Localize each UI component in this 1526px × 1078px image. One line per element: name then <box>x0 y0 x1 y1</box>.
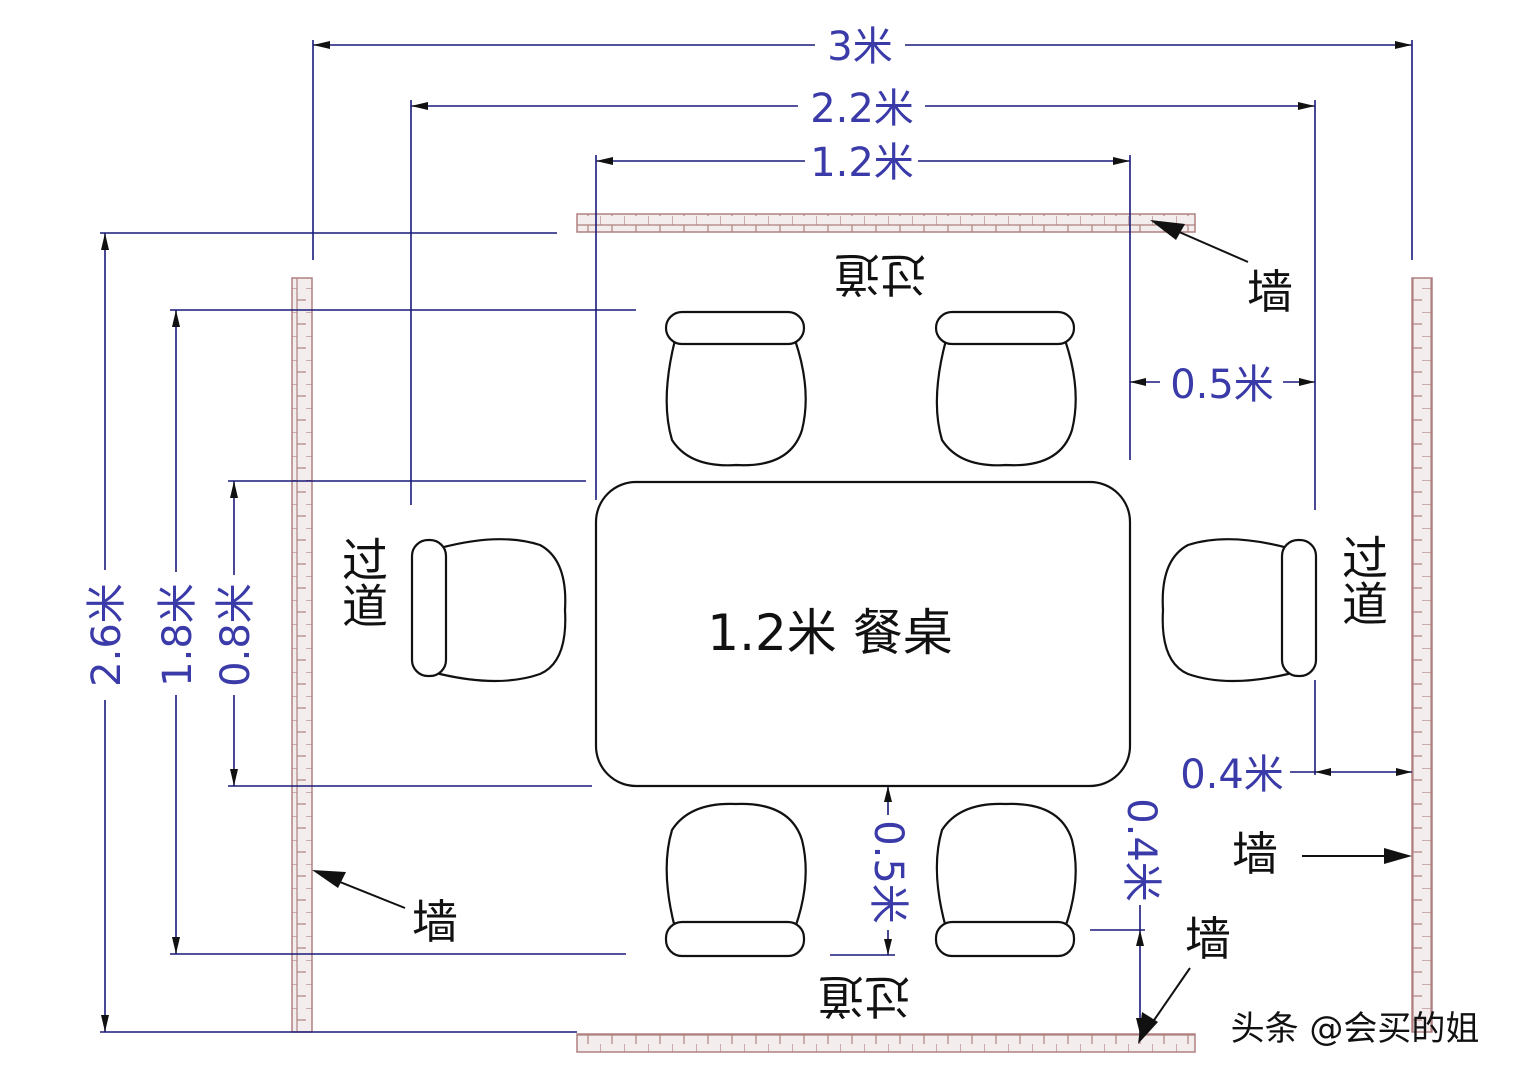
walkway-label-left: 过道 <box>335 536 389 628</box>
dimension-3m: 3米 <box>312 24 1413 260</box>
walkway-label-top: 过道 <box>834 247 926 301</box>
watermark: 头条 @会买的姐 <box>1231 1009 1480 1049</box>
chair-bottom-right <box>934 802 1077 958</box>
dining-table <box>594 480 1132 788</box>
dimension-1-2m-label: 1.2米 <box>810 140 914 186</box>
dimension-0-4m-bottom-label: 0.4米 <box>1118 798 1164 902</box>
chair-bottom-left <box>664 802 807 958</box>
wall-callout-top-right: 墙 <box>1150 220 1293 319</box>
table-label: 1.2米 餐桌 <box>707 604 952 662</box>
wall-label-left: 墙 <box>412 895 458 949</box>
dimension-1-8m: 1.8米 <box>155 309 636 955</box>
dimension-3m-label: 3米 <box>827 24 892 70</box>
wall-label-bottom-right: 墙 <box>1185 912 1231 966</box>
dimension-2-6m: 2.6米 <box>84 232 577 1033</box>
wall-label-right: 墙 <box>1232 827 1278 881</box>
dimension-2-6m-label: 2.6米 <box>84 583 130 687</box>
chair-top-left <box>664 310 807 467</box>
dimension-0-8m-label: 0.8米 <box>213 583 259 687</box>
wall-top <box>576 213 1196 233</box>
dimension-2-2m: 2.2米 <box>410 86 1316 510</box>
dimension-1-2m: 1.2米 <box>595 140 1131 500</box>
wall-right <box>1411 277 1433 1033</box>
wall-callout-left: 墙 <box>312 870 458 949</box>
wall-left <box>291 277 313 1033</box>
wall-bottom <box>576 1033 1196 1053</box>
wall-callout-right: 墙 <box>1232 827 1412 881</box>
dimension-1-8m-label: 1.8米 <box>155 583 201 687</box>
dimension-2-2m-label: 2.2米 <box>810 86 914 132</box>
dimension-0-5m-right-label: 0.5米 <box>1170 362 1274 408</box>
chair-top-right <box>934 310 1077 467</box>
dimension-0-4m-right: 0.4米 <box>1180 680 1412 798</box>
dimension-0-8m: 0.8米 <box>213 480 592 787</box>
dimension-0-5m-right: 0.5米 <box>1130 362 1315 408</box>
walkway-label-right: 过道 <box>1335 534 1389 626</box>
dimension-0-5m-bottom-label: 0.5米 <box>865 820 911 924</box>
dimension-0-4m-right-label: 0.4米 <box>1180 752 1284 798</box>
wall-callout-bottom-right: 墙 <box>1138 912 1231 1044</box>
walkway-label-bottom: 过道 <box>818 969 910 1023</box>
chair-right <box>1161 538 1318 683</box>
dimension-0-4m-bottom: 0.4米 <box>1090 798 1164 1034</box>
chair-left <box>410 538 567 683</box>
dimension-0-5m-bottom: 0.5米 <box>830 786 911 956</box>
wall-label-top-right: 墙 <box>1247 265 1293 319</box>
